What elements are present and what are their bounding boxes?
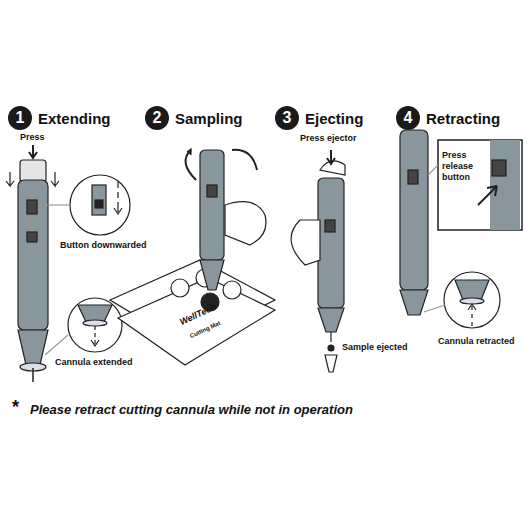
callout-label: Cannula retracted xyxy=(438,336,515,347)
callout-label: Cannula extended xyxy=(55,357,133,368)
step-title: Sampling xyxy=(175,110,243,127)
step-number: 2 xyxy=(145,106,169,130)
step-heading: 4 Retracting xyxy=(396,106,500,130)
step-heading: 3 Ejecting xyxy=(275,106,363,130)
step-title: Extending xyxy=(38,110,111,127)
step-number: 1 xyxy=(8,106,32,130)
step-heading: 2 Sampling xyxy=(145,106,243,130)
pen-sampling xyxy=(110,149,275,365)
callout-label: Press release button xyxy=(442,150,488,183)
pen-extending xyxy=(6,145,130,382)
pen-ejecting xyxy=(291,150,345,372)
step-title: Retracting xyxy=(426,110,500,127)
callout-label: Press xyxy=(20,132,45,143)
step-title: Ejecting xyxy=(305,110,363,127)
callout-label: Button downwarded xyxy=(60,240,147,251)
step-number: 3 xyxy=(275,106,299,130)
pen-retracting xyxy=(400,130,522,328)
step-number: 4 xyxy=(396,106,420,130)
callout-label: Sample ejected xyxy=(342,342,408,353)
step-heading: 1 Extending xyxy=(8,106,111,130)
caption: Please retract cutting cannula while not… xyxy=(30,402,353,417)
callout-label: Press ejector xyxy=(300,133,357,144)
callout-label: * xyxy=(12,398,19,416)
